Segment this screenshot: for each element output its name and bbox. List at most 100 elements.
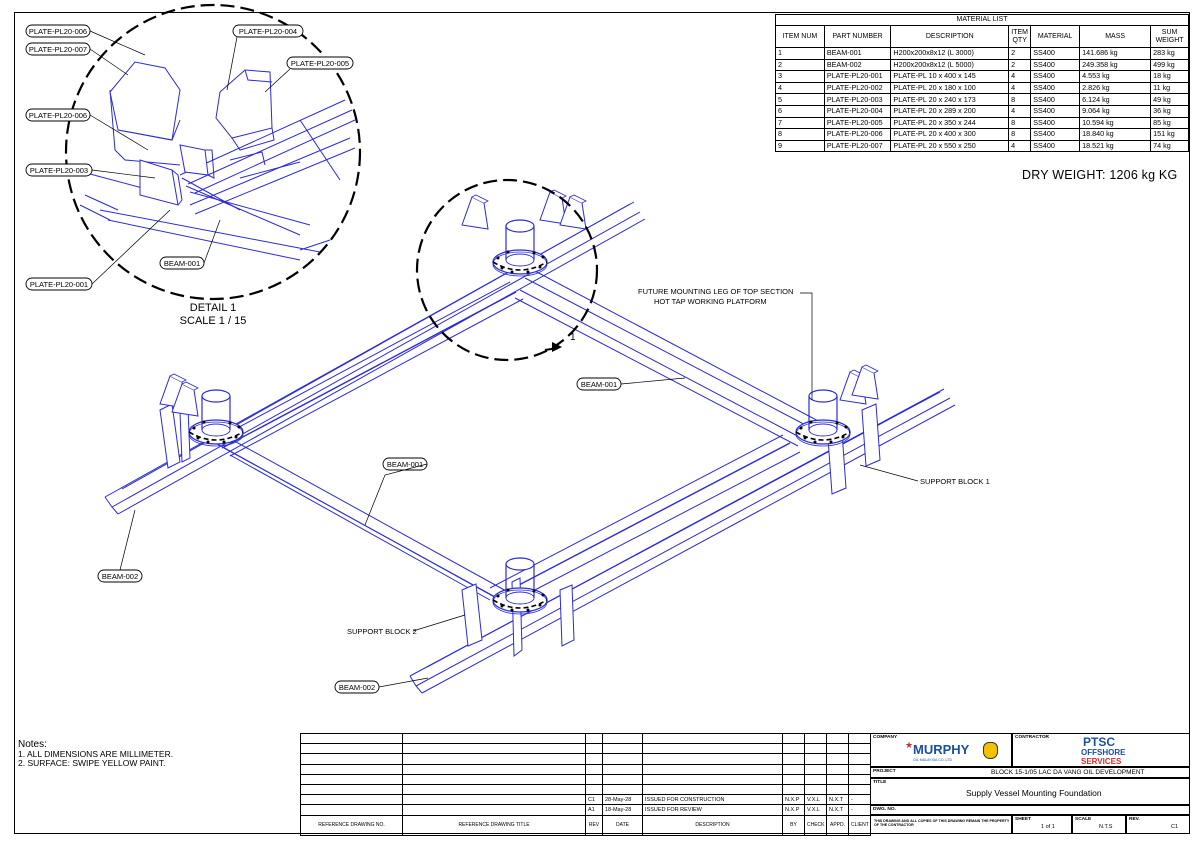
bom-cell: SS400 (1030, 81, 1081, 95)
revision-cell (804, 783, 827, 796)
bom-cell: 85 kg (1150, 116, 1189, 130)
revision-footer: REFERENCE DRAWING NO.REFERENCE DRAWING T… (300, 814, 871, 836)
bom-cell: 249.358 kg (1079, 58, 1152, 72)
bom-cell: 5 (775, 93, 825, 106)
support-block-1-label: SUPPORT BLOCK 1 (920, 477, 990, 486)
revision-footer-cell: CHECK (804, 814, 827, 836)
bom-cell: 2.826 kg (1079, 81, 1152, 95)
callout-plate-001: PLATE-PL20-001 (30, 280, 88, 289)
revision-cell (848, 732, 871, 745)
sheet-value: 1 of 1 (1041, 824, 1055, 830)
revision-cell (585, 753, 603, 765)
bom-header-0: ITEM NUM (775, 25, 825, 48)
bom-cell: SS400 (1030, 128, 1081, 141)
revision-cell (585, 743, 603, 755)
dry-weight: DRY WEIGHT: 1206 kg KG (1022, 168, 1178, 182)
revision-cell (300, 743, 403, 755)
bom-cell: 7 (775, 116, 825, 130)
revision-cell (402, 732, 586, 745)
bom-header-5: MASS (1079, 25, 1152, 48)
revision-cell (848, 743, 871, 755)
revision-cell (782, 783, 805, 796)
revision-footer-cell: DESCRIPTION (642, 814, 783, 836)
bom-cell: 499 kg (1150, 58, 1189, 72)
revision-cell (826, 763, 849, 775)
revision-cell: V.X.L (804, 804, 827, 816)
bom-cell: H200x200x8x12 (L 3000) (890, 47, 1010, 60)
revision-cell (602, 783, 643, 796)
bom-cell: SS400 (1030, 70, 1081, 83)
revision-cell (782, 773, 805, 785)
rev-box: REV. C1 (1126, 815, 1190, 834)
rev-value: C1 (1171, 824, 1179, 830)
bom-cell: 4 (1008, 139, 1032, 153)
bom-cell: PLATE-PL20-001 (823, 70, 892, 83)
bom-cell: 8 (1008, 128, 1032, 141)
revision-footer-cell: REFERENCE DRAWING TITLE (402, 814, 586, 836)
bom-cell: 18 kg (1150, 70, 1189, 83)
murphy-star-icon: ★ (905, 740, 914, 750)
revision-cell (782, 732, 805, 745)
callout-plate-006-a: PLATE-PL20-006 (29, 27, 87, 36)
revision-footer-cell: REV (585, 814, 603, 836)
revision-cell (300, 794, 403, 806)
bom-cell: PLATE-PL 10 x 400 x 145 (890, 70, 1010, 83)
detail-title: DETAIL 1 (190, 302, 236, 314)
drawing-title: Supply Vessel Mounting Foundation (966, 788, 1102, 798)
dwg-no-box: DWG. NO. (870, 805, 1190, 815)
bom-cell: PLATE-PL20-005 (823, 116, 892, 130)
revision-row (300, 773, 871, 785)
bom-cell: SS400 (1030, 104, 1081, 118)
revision-cell (804, 732, 827, 745)
bom-header-3: ITEM QTY (1008, 25, 1032, 48)
callout-plate-003: PLATE-PL20-003 (30, 166, 88, 175)
contractor-name-1: PTSC (1083, 735, 1116, 749)
revision-cell: 18-May-28 (602, 804, 643, 816)
revision-cell: A1 (585, 804, 603, 816)
bom-cell: 2 (1008, 58, 1032, 72)
notes-title: Notes: (18, 739, 47, 750)
bom-cell: 18.521 kg (1079, 139, 1152, 153)
notes: Notes: 1. ALL DIMENSIONS ARE MILLIMETER.… (18, 740, 173, 769)
bom-cell: 9.064 kg (1079, 104, 1152, 118)
project-box: PROJECT BLOCK 15-1/05 LAC DA VANG OIL DE… (870, 767, 1190, 778)
company-name: MURPHY (913, 742, 970, 757)
contractor-label: CONTRACTOR (1015, 735, 1050, 740)
revision-cell (602, 743, 643, 755)
bom-cell: BEAM-002 (823, 58, 892, 72)
dwg-no-label: DWG. NO. (873, 807, 896, 812)
revision-cell (602, 753, 643, 765)
callout-beam-001-a: BEAM-001 (581, 380, 617, 389)
company-sub: OIL MALAYSIA CO.,LTD (913, 758, 953, 762)
bom-cell: PLATE-PL 20 x 180 x 100 (890, 81, 1010, 95)
bom-cell: PLATE-PL20-006 (823, 128, 892, 141)
revision-row (300, 763, 871, 775)
callout-plate-007: PLATE-PL20-007 (29, 45, 87, 54)
revision-cell (782, 753, 805, 765)
revision-cell (602, 773, 643, 785)
revision-cell (585, 732, 603, 745)
revision-footer-cell: APPD. (826, 814, 849, 836)
sheet-label: SHEET (1015, 817, 1031, 822)
revision-cell (402, 763, 586, 775)
revision-row (300, 743, 871, 755)
revision-cell: C1 (585, 794, 603, 806)
revision-cell (642, 773, 783, 785)
bom-cell: 8 (1008, 93, 1032, 106)
revision-footer-cell: BY (782, 814, 805, 836)
disclaimer-text: THIS DRAWING AND ALL COPIES OF THIS DRAW… (874, 819, 1010, 828)
bom-cell: SS400 (1030, 93, 1081, 106)
material-list-title: MATERIAL LIST (775, 14, 1189, 26)
revision-cell (585, 763, 603, 775)
revision-cell (642, 732, 783, 745)
revision-cell (826, 743, 849, 755)
bom-cell: 8 (775, 128, 825, 141)
